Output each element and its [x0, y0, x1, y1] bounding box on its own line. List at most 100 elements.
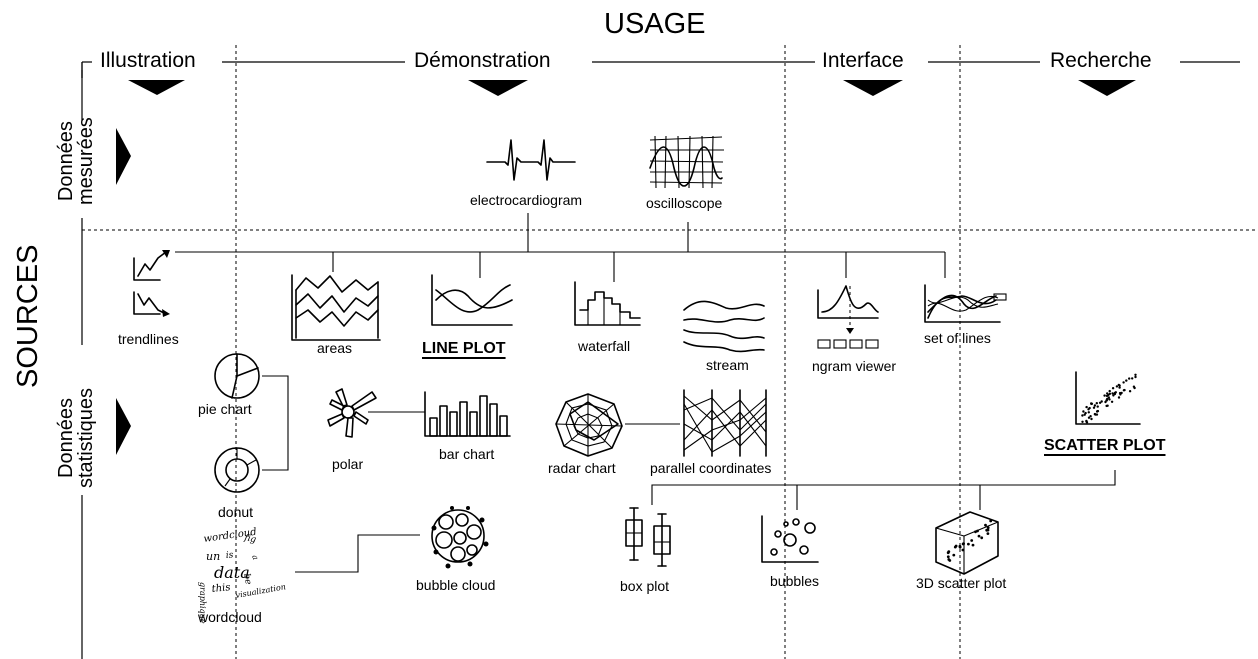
- scatter-dot: [1111, 387, 1115, 390]
- scatter3d-dot: [989, 519, 993, 523]
- label-stream: stream: [706, 357, 749, 373]
- sources-title: SOURCES: [12, 244, 44, 388]
- wordcloud-word: data: [214, 563, 250, 582]
- column-illustration: Illustration: [96, 49, 200, 73]
- scatter3d-dot: [953, 545, 957, 549]
- scatter3d-dot: [984, 523, 987, 527]
- row-statistical: Données statistiques: [55, 388, 97, 488]
- lineplot-icon: [431, 274, 513, 326]
- scatter3d-dot: [986, 528, 990, 532]
- set-of-lines-icon: [924, 284, 1007, 323]
- label-set-of-lines: set of lines: [924, 330, 991, 346]
- scatter-dot: [1089, 415, 1092, 418]
- ngram-viewer-icon: [817, 285, 879, 349]
- scatter-dot: [1095, 410, 1099, 413]
- label-electrocardiogram: electrocardiogram: [470, 192, 583, 208]
- row-measured-line1: Données: [55, 121, 77, 202]
- scatter-dot: [1128, 377, 1131, 380]
- wordcloud-word: is: [226, 550, 235, 561]
- stream-icon: [683, 300, 765, 353]
- wordcloud-word: un: [206, 550, 220, 563]
- scatter3d-dot: [986, 532, 990, 535]
- scatter-dot: [1134, 373, 1137, 376]
- scatter-dot: [1113, 392, 1117, 396]
- wordcloud-word: fig: [242, 533, 257, 545]
- scatter-dot: [1093, 412, 1097, 416]
- scatter3d-dot: [946, 555, 950, 559]
- label-polar: polar: [332, 456, 364, 472]
- arrow-demonstration: [468, 80, 528, 96]
- scatter-dot: [1085, 421, 1089, 424]
- scatter-dot: [1120, 391, 1123, 395]
- bar-chart-icon: [424, 391, 511, 437]
- wordcloud-word: graphique: [198, 582, 207, 624]
- scatter3d-dot: [961, 548, 965, 552]
- wordcloud-word: this: [211, 582, 231, 595]
- scatter-dot: [1118, 384, 1121, 387]
- scatter-dot: [1106, 404, 1109, 407]
- scatter3d-dot: [970, 539, 974, 542]
- scatter-dot: [1085, 405, 1088, 409]
- bubbles-icon: [761, 515, 819, 563]
- scatter-dots: [1081, 373, 1137, 424]
- label-oscilloscope: oscilloscope: [646, 195, 723, 211]
- scatter-dot: [1087, 416, 1091, 419]
- scatter-dot: [1090, 402, 1093, 405]
- scatter-dot: [1110, 400, 1114, 403]
- scatter-dot: [1084, 411, 1087, 415]
- scatter-dot: [1107, 396, 1111, 399]
- label-parallel-coordinates: parallel coordinates: [650, 460, 772, 476]
- scatter-dot: [1092, 406, 1096, 409]
- 3d-scatter-plot-icon: [935, 511, 999, 575]
- scatter-dot: [1118, 386, 1121, 389]
- scatter3d-dot: [980, 536, 984, 540]
- label-ngram-viewer: ngram viewer: [812, 358, 897, 374]
- scatter-dot: [1122, 389, 1126, 392]
- trendlines-icon: [133, 250, 170, 317]
- areas-icon: [291, 274, 381, 341]
- scatter3d-dots: [946, 519, 993, 562]
- label-bubbles: bubbles: [770, 573, 820, 589]
- label-bar-chart: bar chart: [439, 446, 495, 462]
- scatter3d-dot: [958, 545, 962, 549]
- column-demonstration: Démonstration: [410, 49, 555, 73]
- label-donut: donut: [218, 504, 254, 520]
- scatter-dot: [1108, 398, 1111, 401]
- box-plot-icon: [625, 507, 671, 567]
- label-waterfall: waterfall: [578, 338, 631, 354]
- column-interface: Interface: [818, 49, 908, 73]
- label-radar-chart: radar chart: [548, 460, 616, 476]
- scatter3d-dot: [977, 534, 981, 538]
- scatter-dot: [1115, 385, 1119, 388]
- scatter-dot: [1093, 404, 1097, 407]
- wordcloud-word: a: [250, 554, 260, 562]
- oscilloscope-icon: [649, 135, 724, 189]
- wordcloud-word: be: [241, 573, 253, 586]
- arrow-recherche: [1078, 80, 1136, 96]
- label-trendlines: trendlines: [118, 331, 179, 347]
- pie-chart-icon: [214, 353, 260, 399]
- scatter-dot: [1117, 396, 1121, 399]
- scatter-dot: [1088, 406, 1091, 410]
- label-pie-chart: pie chart: [198, 401, 252, 417]
- scatter-dot: [1131, 377, 1134, 380]
- scatter-dot: [1103, 394, 1106, 397]
- label-areas: areas: [317, 340, 353, 356]
- scatter-dot: [1106, 397, 1109, 401]
- scatter3d-dot: [971, 543, 975, 547]
- scatter-dot: [1100, 400, 1103, 403]
- donut-icon: [214, 447, 260, 493]
- arrow-illustration: [128, 80, 185, 95]
- scatter-dot: [1132, 385, 1136, 388]
- connector-wordcloud-bubblecloud: [295, 534, 420, 573]
- usage-title: USAGE: [604, 8, 706, 40]
- arrow-statistical: [116, 398, 131, 455]
- waterfall-icon: [574, 281, 641, 326]
- connector-scatter-family: [651, 470, 1116, 505]
- scatter3d-dot: [961, 542, 965, 546]
- row-measured-line2: mesurées: [75, 117, 97, 205]
- scatter3d-dot: [986, 526, 990, 530]
- row-measured: Données mesurées: [55, 117, 97, 205]
